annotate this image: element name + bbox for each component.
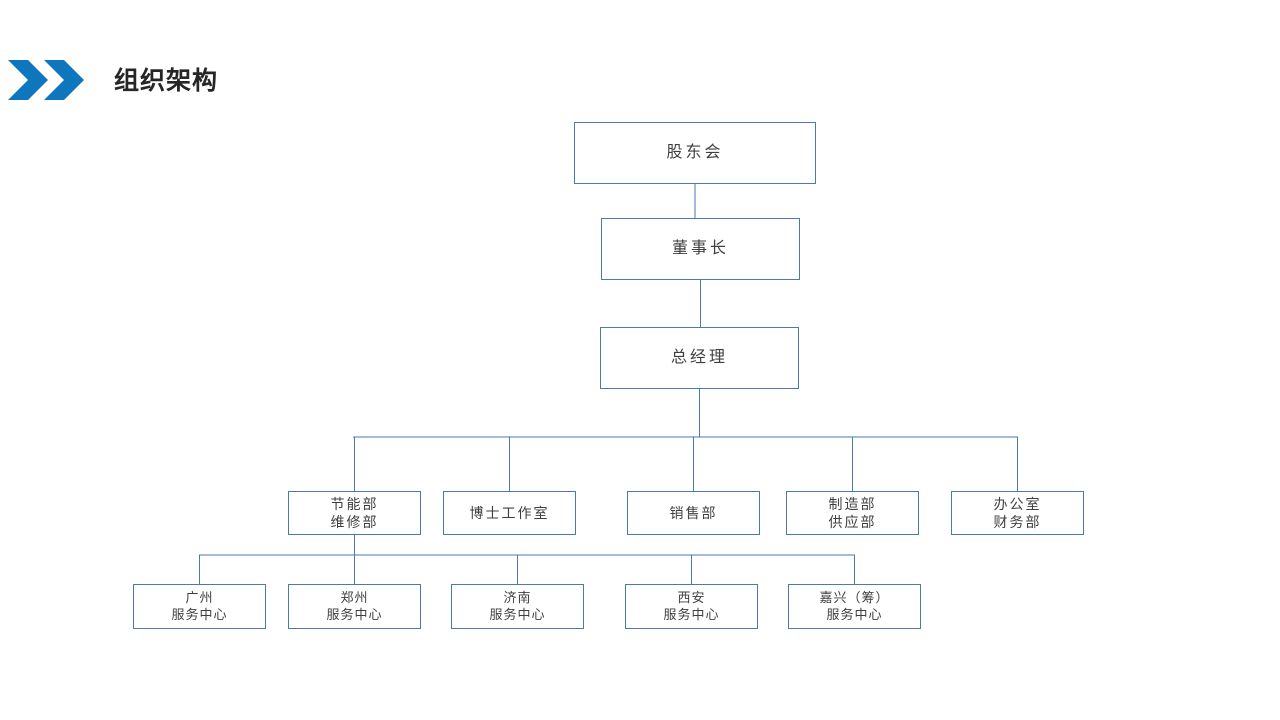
org-node-shareholders[interactable]: 股东会: [574, 122, 816, 184]
org-node-label: 维修部: [330, 514, 379, 530]
org-node-label: 办公室: [993, 495, 1042, 512]
org-node-label: 服务中心: [326, 606, 383, 622]
org-node-zhengzhou-center[interactable]: 郑州服务中心: [288, 584, 421, 629]
org-node-label: 博士工作室: [469, 504, 550, 521]
org-node-label: 股东会: [666, 143, 724, 161]
org-node-label: 服务中心: [171, 606, 228, 622]
org-node-label: 郑州: [340, 589, 369, 605]
org-node-label: 服务中心: [489, 606, 546, 622]
org-node-jiaxing-center[interactable]: 嘉兴（筹）服务中心: [788, 584, 921, 629]
org-node-label: 总经理: [670, 348, 728, 366]
org-node-label: 销售部: [669, 504, 718, 521]
org-node-label: 济南: [503, 589, 532, 605]
org-node-doctoral-studio[interactable]: 博士工作室: [443, 491, 576, 535]
org-node-guangzhou-center[interactable]: 广州服务中心: [133, 584, 266, 629]
org-node-sales[interactable]: 销售部: [627, 491, 760, 535]
org-node-label: 服务中心: [826, 606, 883, 622]
org-node-label: 广州: [185, 589, 214, 605]
org-node-label: 供应部: [828, 514, 877, 530]
double-chevron-right-icon: [8, 60, 84, 100]
org-node-label: 服务中心: [663, 606, 720, 622]
org-node-xian-center[interactable]: 西安服务中心: [625, 584, 758, 629]
org-node-chairman[interactable]: 董事长: [601, 218, 800, 280]
org-node-label: 节能部: [330, 495, 379, 512]
org-node-energy-maintenance[interactable]: 节能部维修部: [288, 491, 421, 535]
page-title: 组织架构: [114, 67, 219, 95]
org-node-general-manager[interactable]: 总经理: [600, 327, 799, 389]
org-node-jinan-center[interactable]: 济南服务中心: [451, 584, 584, 629]
org-node-label: 财务部: [993, 514, 1042, 530]
org-node-label: 制造部: [828, 495, 877, 512]
org-node-office-finance[interactable]: 办公室财务部: [951, 491, 1084, 535]
slide-header: 组织架构: [0, 0, 1280, 120]
org-node-label: 嘉兴（筹）: [819, 589, 890, 605]
org-node-label: 西安: [677, 589, 706, 605]
org-node-manufacturing-supply[interactable]: 制造部供应部: [786, 491, 919, 535]
org-node-label: 董事长: [671, 239, 729, 257]
